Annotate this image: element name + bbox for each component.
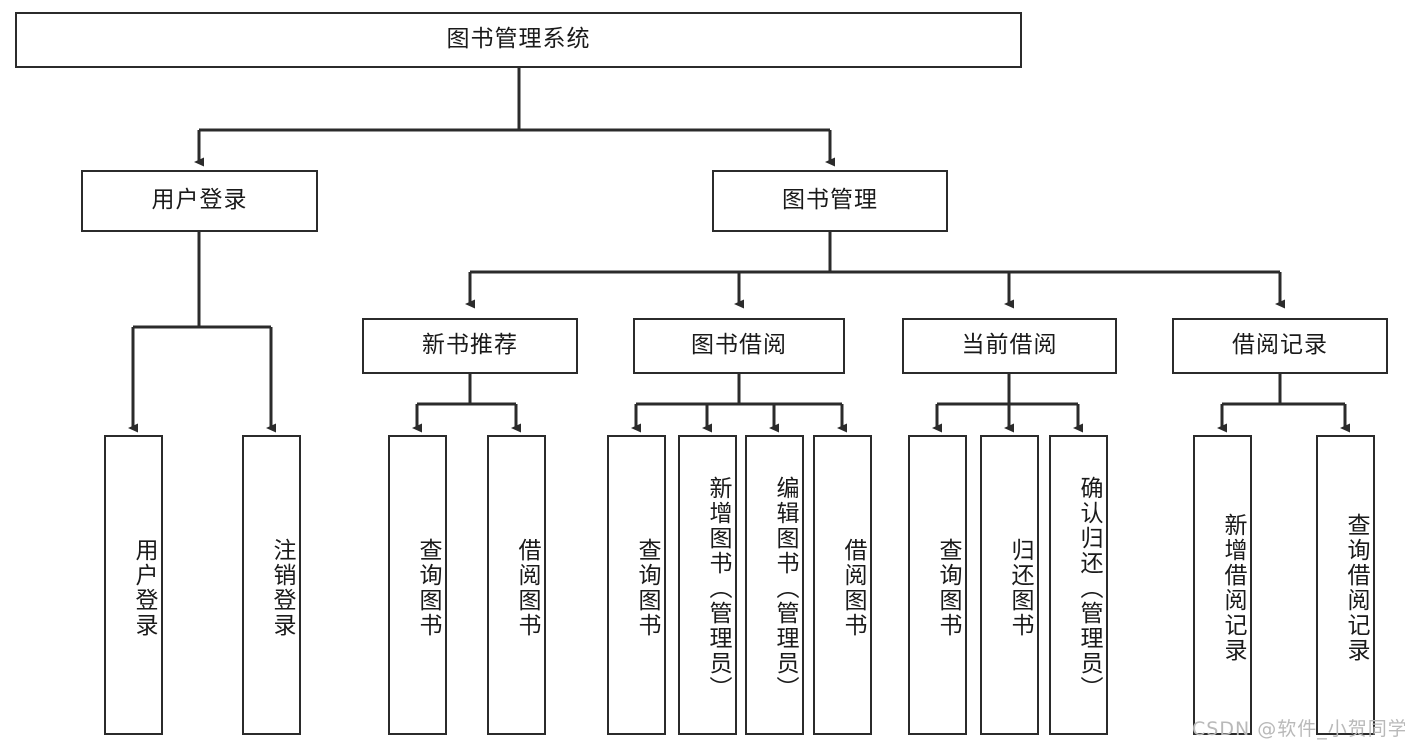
node-leaf-edit-book[interactable]: 编辑图书（管理员） [745,435,804,735]
node-leaf-add-record[interactable]: 新增借阅记录 [1193,435,1252,735]
node-leaf-query-book-1-label: 查询图书 [415,538,441,638]
node-leaf-borrow-book-2-label: 借阅图书 [840,538,866,638]
node-book-borrow-label: 图书借阅 [691,332,787,359]
node-leaf-user-login-label: 用户登录 [131,538,157,638]
node-leaf-logout-label: 注销登录 [269,538,295,638]
node-user-login-label: 用户登录 [151,187,248,214]
node-leaf-confirm-return-label: 确认归还（管理员） [1076,475,1102,701]
node-current-borrow[interactable]: 当前借阅 [902,318,1117,374]
node-leaf-edit-book-label: 编辑图书（管理员） [772,475,798,701]
node-leaf-query-record[interactable]: 查询借阅记录 [1316,435,1375,735]
node-leaf-add-book[interactable]: 新增图书（管理员） [678,435,737,735]
node-book-manage-label: 图书管理 [782,187,878,214]
node-leaf-query-book-2-label: 查询图书 [634,538,660,638]
csdn-watermark: CSDN @软件_小贺同学 [1192,718,1405,740]
node-leaf-query-record-label: 查询借阅记录 [1343,513,1369,663]
node-root[interactable]: 图书管理系统 [15,12,1022,68]
node-book-manage[interactable]: 图书管理 [712,170,948,232]
node-current-borrow-label: 当前借阅 [961,332,1058,359]
node-root-label: 图书管理系统 [446,26,591,53]
node-user-login[interactable]: 用户登录 [81,170,318,232]
node-leaf-return-book[interactable]: 归还图书 [980,435,1039,735]
node-leaf-add-book-label: 新增图书（管理员） [705,475,731,701]
node-leaf-query-book-1[interactable]: 查询图书 [388,435,447,735]
node-book-borrow[interactable]: 图书借阅 [633,318,845,374]
node-leaf-add-record-label: 新增借阅记录 [1220,513,1246,663]
node-leaf-borrow-book-1-label: 借阅图书 [514,538,540,638]
node-leaf-borrow-book-2[interactable]: 借阅图书 [813,435,872,735]
node-leaf-query-book-2[interactable]: 查询图书 [607,435,666,735]
node-borrow-record[interactable]: 借阅记录 [1172,318,1388,374]
node-borrow-record-label: 借阅记录 [1232,332,1328,359]
node-leaf-logout[interactable]: 注销登录 [242,435,301,735]
node-leaf-query-book-3[interactable]: 查询图书 [908,435,967,735]
node-leaf-user-login[interactable]: 用户登录 [104,435,163,735]
node-leaf-query-book-3-label: 查询图书 [935,538,961,638]
node-leaf-return-book-label: 归还图书 [1007,538,1033,638]
node-new-book-rec[interactable]: 新书推荐 [362,318,578,374]
node-leaf-confirm-return[interactable]: 确认归还（管理员） [1049,435,1108,735]
node-leaf-borrow-book-1[interactable]: 借阅图书 [487,435,546,735]
node-new-book-rec-label: 新书推荐 [422,332,518,359]
